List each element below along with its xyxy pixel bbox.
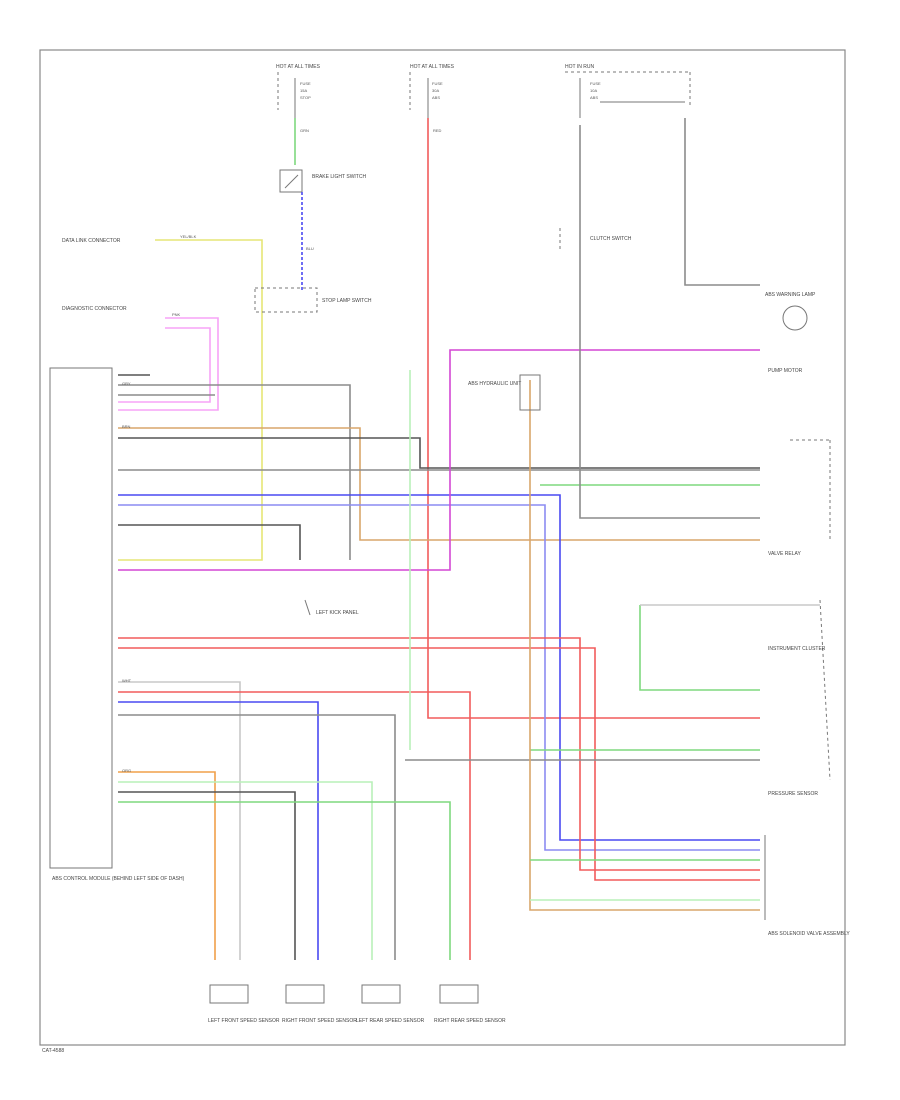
fuse-block-2: HOT AT ALL TIMES FUSE 30A ABS (409, 64, 455, 118)
fuse-block-2-title: HOT AT ALL TIMES (410, 64, 455, 70)
fuse-block-1-line1: FUSE (300, 81, 311, 86)
fuse-block-1-line3: STOP (300, 95, 311, 100)
wire-label-wht: WHT (122, 678, 132, 683)
wire-gray-r1 (579, 300, 760, 519)
data-link-label: DATA LINK CONNECTOR (62, 238, 121, 244)
fuse-block-1: HOT AT ALL TIMES FUSE 15A STOP (276, 64, 321, 118)
wire-tan-1 (118, 427, 760, 541)
valve-relay-label: VALVE RELAY (768, 551, 801, 557)
fuse-block-2-line1: FUSE (432, 81, 443, 86)
abs-control-module: ABS CONTROL MODULE (BEHIND LEFT SIDE OF … (49, 367, 185, 882)
wire-red-4 (118, 691, 471, 960)
fuse-block-2-line2: 30A (432, 88, 439, 93)
fuse-block-3-title: HOT IN RUN (565, 64, 594, 70)
wire-tan-r (529, 380, 760, 911)
wire-label-pnk: PNK (172, 312, 181, 317)
wire-lgreen-2 (118, 801, 451, 960)
instrument-cluster-label: INSTRUMENT CLUSTER (768, 646, 826, 652)
ground-left-label: LEFT KICK PANEL (316, 610, 359, 616)
wire-orange-1 (118, 771, 216, 960)
abs-solenoid-assembly: ABS SOLENOID VALVE ASSEMBLY (764, 835, 850, 937)
brake-switch-label: BRAKE LIGHT SWITCH (312, 174, 366, 180)
diagram-frame (39, 49, 846, 1046)
wire-green-r2 (639, 605, 760, 691)
wire-blu-2 (118, 504, 760, 851)
abs-warning-lamp: ABS WARNING LAMP (765, 292, 816, 331)
wire-dark-4 (118, 791, 296, 960)
wheel-sensor-lr: LEFT REAR SPEED SENSOR (356, 984, 425, 1024)
hydraulic-unit-label: ABS HYDRAULIC UNIT (468, 381, 521, 387)
wire-lgreen-1 (118, 781, 373, 960)
wire-red-2 (118, 637, 760, 871)
wire-pnk-diag2 (118, 327, 211, 403)
wire-red-top (427, 118, 760, 719)
figure-code: CAT-4588 (42, 1048, 64, 1054)
wire-label-brn: BRN (122, 424, 131, 429)
wire-dark-3 (118, 524, 301, 560)
wire-blu-3 (118, 701, 319, 960)
ground-left-kick: LEFT KICK PANEL (304, 599, 359, 616)
fuse-block-3-line1: FUSE (590, 81, 601, 86)
wire-lightgray-1 (118, 681, 241, 960)
wire-dark-2 (118, 437, 760, 469)
diag-connector-label: DIAGNOSTIC CONNECTOR (62, 306, 127, 312)
abs-ecu-label: ABS CONTROL MODULE (BEHIND LEFT SIDE OF … (52, 876, 185, 882)
wire-label-org: ORG (122, 768, 131, 773)
wheel-sensor-rf: RIGHT FRONT SPEED SENSOR (282, 984, 357, 1024)
fuse-block-3: HOT IN RUN FUSE 10A ABS (565, 64, 691, 118)
wire-magenta-1 (118, 349, 760, 571)
wire-label-blu: BLU (306, 246, 314, 251)
wire-pnk-diag1 (118, 317, 219, 411)
wire-gray-right (684, 118, 760, 286)
fuse-block-1-title: HOT AT ALL TIMES (276, 64, 321, 70)
wire-gray-2 (118, 384, 351, 560)
fuse-block-3-line2: 10A (590, 88, 597, 93)
hydraulic-unit: ABS HYDRAULIC UNIT (468, 374, 541, 411)
instrument-cluster: INSTRUMENT CLUSTER (768, 599, 831, 781)
wire-label-red: RED (433, 128, 442, 133)
wheel-sensor-lr-label: LEFT REAR SPEED SENSOR (356, 1018, 425, 1024)
wire-label-gry: GRY (122, 381, 131, 386)
wheel-sensor-lf-label: LEFT FRONT SPEED SENSOR (208, 1018, 280, 1024)
wire-blu-1 (118, 494, 760, 841)
pump-motor-label: PUMP MOTOR (768, 368, 803, 374)
wire-yel-dlc (118, 239, 263, 561)
valve-relay: VALVE RELAY (768, 439, 831, 557)
clutch-switch: CLUTCH SWITCH (559, 228, 632, 250)
wheel-sensor-rr: RIGHT REAR SPEED SENSOR (434, 984, 506, 1024)
wire-red-3 (118, 647, 760, 881)
wheel-sensor-lf: LEFT FRONT SPEED SENSOR (208, 984, 280, 1024)
fuse-block-2-line3: ABS (432, 95, 440, 100)
fuse-block-3-line3: ABS (590, 95, 598, 100)
wire-label-grn: GRN (300, 128, 309, 133)
wire-label-yel: YEL/BLK (180, 234, 197, 239)
solenoid-label: ABS SOLENOID VALVE ASSEMBLY (768, 931, 850, 937)
wheel-sensor-rf-label: RIGHT FRONT SPEED SENSOR (282, 1018, 357, 1024)
stop-lamp-switch-label: STOP LAMP SWITCH (322, 298, 372, 304)
fuse-block-1-line2: 15A (300, 88, 307, 93)
abs-warning-label: ABS WARNING LAMP (765, 292, 816, 298)
wheel-sensor-rr-label: RIGHT REAR SPEED SENSOR (434, 1018, 506, 1024)
pressure-sensor-label: PRESSURE SENSOR (768, 791, 818, 797)
wire-gray-5 (118, 714, 396, 960)
clutch-switch-label: CLUTCH SWITCH (590, 236, 632, 242)
stop-lamp-switch: STOP LAMP SWITCH (254, 287, 372, 313)
brake-switch: BRAKE LIGHT SWITCH (279, 169, 366, 193)
